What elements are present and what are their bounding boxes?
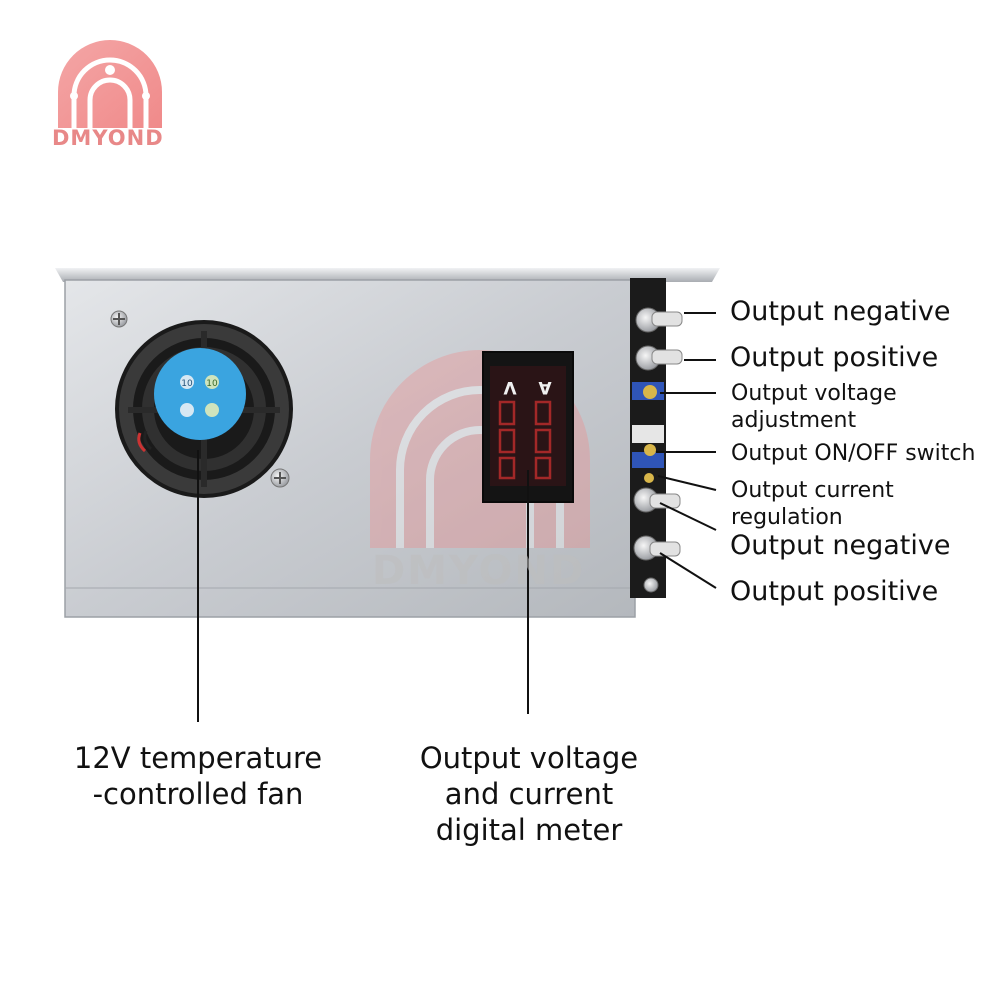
screw-icon	[110, 310, 128, 328]
terminal-block	[630, 278, 683, 598]
fan-label: 10	[206, 379, 218, 389]
meter-current-unit: A	[538, 377, 552, 397]
label-output-negative-bottom: Output negative	[730, 530, 951, 561]
meter-voltage-unit: V	[503, 377, 517, 397]
watermark-text: DMYOND	[372, 548, 586, 594]
label-output-voltage-adjustment: Output voltage adjustment	[731, 381, 897, 433]
callout-lines	[197, 312, 717, 722]
digital-meter: V A	[482, 351, 574, 503]
fan-label: 10	[181, 379, 193, 389]
label-output-switch: Output ON/OFF switch	[731, 441, 976, 466]
brand-logo-text: DMYOND	[52, 126, 164, 150]
label-output-positive-top: Output positive	[730, 342, 939, 373]
caption-fan: 12V temperature -controlled fan	[73, 741, 323, 811]
label-output-positive-bottom: Output positive	[730, 576, 939, 607]
caption-digital-meter: Output voltage and current digital meter	[419, 741, 639, 847]
screw-icon	[270, 468, 290, 488]
cooling-fan: 10 10	[115, 320, 293, 498]
label-output-current-regulation: Output current regulation	[731, 478, 894, 530]
brand-logo-icon	[58, 40, 162, 128]
label-output-negative-top: Output negative	[730, 296, 951, 327]
